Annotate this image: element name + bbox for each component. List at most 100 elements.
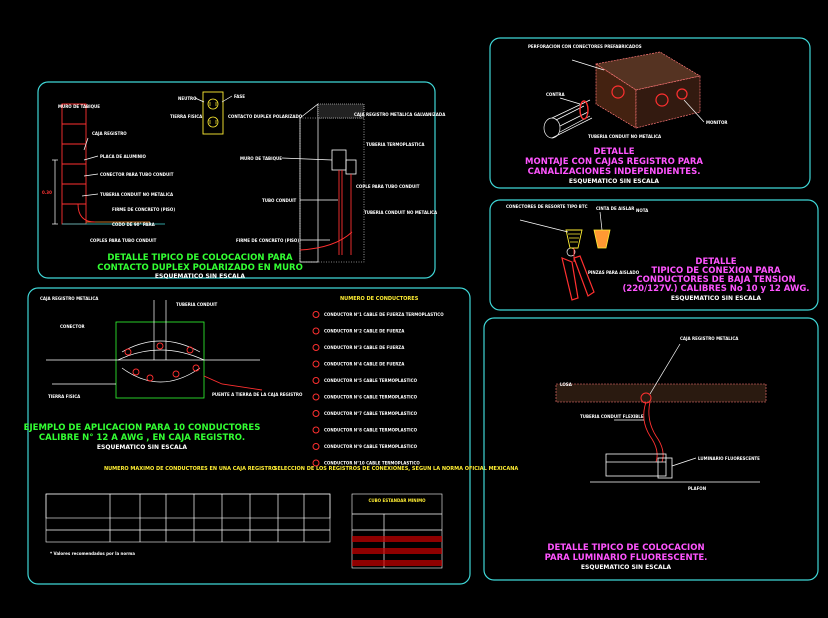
- label-cajas-registro: CAJA REGISTRO METALICA GALVANIZADA: [354, 112, 446, 117]
- conductor-row: CONDUCTOR N°8 CABLE TERMOPLASTICO: [324, 428, 418, 433]
- label-coples: COPLES PARA TUBO CONDUIT: [90, 238, 157, 243]
- conductor-row: CONDUCTOR N°10 CABLE TERMOPLASTICO: [324, 461, 420, 466]
- panel4-frame: [27, 287, 471, 585]
- label-contra: CONTRA: [546, 92, 565, 97]
- label-conector: CONECTOR PARA TUBO CONDUIT: [100, 172, 174, 177]
- label-losa: LOSA: [560, 382, 573, 387]
- conductor-row: CONDUCTOR N°7 CABLE TERMOPLASTICO: [324, 411, 418, 416]
- label-tuberia: TUBERIA CONDUIT NO METALICA: [100, 192, 174, 197]
- flex-conduit: [643, 401, 658, 463]
- panel-contacto-duplex: 0.30 MURO DE TABIQUE CAJA REGISTRO PLACA…: [37, 81, 446, 280]
- panel3-subtitle: ESQUEMATICO SIN ESCALA: [671, 295, 762, 302]
- panel5-title-2: PARA LUMINARIO FLUORESCENTE.: [545, 553, 708, 563]
- panel-ejemplo-conductores: CAJA REGISTRO METALICA CONECTOR TUBERIA …: [24, 287, 519, 585]
- panel1-frame: [37, 81, 436, 279]
- duplex-outlet-icon: [202, 91, 224, 135]
- fluorescent-luminaire-icon: [605, 453, 673, 479]
- conductor-row: CONDUCTOR N°4 CABLE DE FUERZA: [324, 362, 405, 367]
- max-conductors-table: [45, 493, 331, 543]
- panel4-subtitle: ESQUEMATICO SIN ESCALA: [97, 444, 188, 451]
- conductor-marker: [312, 459, 320, 467]
- panel-luminario: LOSA CAJA REGISTRO METALICA TUBERIA COND…: [483, 317, 819, 581]
- wall-perspective: [299, 103, 365, 263]
- label-fase: FASE: [234, 94, 245, 99]
- wire-connector-icon: [565, 229, 611, 249]
- cubo-title: CUBO ESTANDAR MINIMO: [368, 498, 426, 503]
- cubo-table: [351, 493, 443, 569]
- conductor-marker: [312, 443, 320, 450]
- conductor-marker: [312, 360, 320, 368]
- label-plafon: PLAFON: [688, 486, 706, 491]
- label-luminario: LUMINARIO FLUORESCENTE: [698, 456, 760, 461]
- slab-section: [555, 383, 767, 403]
- numero-header: NUMERO DE CONDUCTORES: [340, 296, 419, 302]
- panel3-title-3: CONDUCTORES DE BAJA TENSION: [636, 275, 795, 285]
- label-codo: CODO DE 90° PARA: [112, 222, 156, 227]
- conductor-marker: [312, 344, 320, 351]
- label-nota: NOTA: [636, 208, 649, 213]
- panel2-title-2: MONTAJE CON CAJAS REGISTRO PARA: [525, 157, 703, 167]
- label-firme: FIRME DE CONCRETO (PISO): [236, 238, 299, 243]
- label-monitor: MONITOR: [706, 120, 727, 125]
- label-caja-registro: CAJA REGISTRO: [92, 131, 127, 136]
- label-placa: PLACA DE ALUMINIO: [100, 154, 147, 159]
- label-muro-tabique2: MURO DE TABIQUE: [240, 156, 282, 161]
- table-title: NUMERO MAXIMO DE CONDUCTORES EN UNA CAJA…: [104, 466, 276, 472]
- registro-box-drawing: [46, 300, 263, 399]
- label-tierra-p4: TIERRA FISICA: [48, 394, 81, 399]
- panel3-title-2: TIPICO DE CONEXION PARA: [651, 266, 781, 276]
- label-perforacion: PERFORACION CON CONECTORES PREFABRICADOS: [528, 44, 642, 49]
- label-puente-p4: PUENTE A TIERRA DE LA CAJA REGISTRO: [212, 392, 303, 397]
- conductor-row: CONDUCTOR N°2 CABLE DE FUERZA: [324, 329, 405, 334]
- panel2-frame: [489, 37, 811, 189]
- panel5-subtitle: ESQUEMATICO SIN ESCALA: [581, 564, 672, 571]
- label-tuberia-p4: TUBERIA CONDUIT: [176, 302, 218, 307]
- label-caja-p4: CAJA REGISTRO METALICA: [40, 296, 99, 301]
- label-tuberia-termo: TUBERIA TERMOPLASTICA: [366, 142, 425, 147]
- conduit-elbow: [77, 203, 96, 223]
- conductor-marker: [312, 410, 320, 417]
- conductor-marker: [312, 393, 320, 401]
- panel5-title-1: DETALLE TIPICO DE COLOCACION: [547, 543, 704, 553]
- label-tierra: TIERRA FISICA: [170, 114, 203, 119]
- label-cinta: CINTA DE AISLAR: [596, 206, 634, 211]
- table-note: * Valores recomendados por la norma: [50, 551, 135, 556]
- conductor-marker: [312, 426, 320, 434]
- conductor-row: CONDUCTOR N°6 CABLE TERMOPLASTICO: [324, 395, 418, 400]
- panel5-frame: [483, 317, 819, 581]
- panel3-title-4: (220/127V.) CALIBRES No 10 y 12 AWG.: [622, 284, 809, 294]
- panel4-title-1: EJEMPLO DE APLICACION PARA 10 CONDUCTORE…: [24, 423, 261, 433]
- panel4-title-2: CALIBRE N° 12 A AWG , EN CAJA REGISTRO.: [39, 433, 245, 443]
- label-tuberia-p2: TUBERIA CONDUIT NO METALICA: [588, 134, 662, 139]
- label-piso: FIRME DE CONCRETO (PISO): [112, 207, 175, 212]
- label-conector-p4: CONECTOR: [60, 324, 85, 329]
- label-tuberia-p5: TUBERIA CONDUIT FLEXIBLE: [580, 414, 644, 419]
- label-tuberia-flex: TUBERIA CONDUIT NO METALICA: [364, 210, 438, 215]
- seleccion-title: SELECCION DE LOS REGISTROS DE CONEXIONES…: [274, 466, 519, 472]
- label-caja-p5: CAJA REGISTRO METALICA: [680, 336, 739, 341]
- conductor-row: CONDUCTOR N°5 CABLE TERMOPLASTICO: [324, 378, 418, 383]
- conductor-marker: [312, 327, 320, 335]
- panel2-title-3: CANALIZACIONES INDEPENDIENTES.: [528, 167, 701, 177]
- conductor-marker: [312, 377, 320, 384]
- label-neutro: NEUTRO: [178, 96, 197, 101]
- panel3-frame: [489, 199, 819, 311]
- panel-montaje-cajas: PERFORACION CON CONECTORES PREFABRICADOS…: [489, 37, 811, 189]
- panel2-subtitle: ESQUEMATICO SIN ESCALA: [569, 178, 660, 185]
- junction-box-3d: [595, 51, 701, 129]
- panel3-title-1: DETALLE: [695, 257, 736, 267]
- conductor-list: CONDUCTOR N°1 CABLE DE FUERZA TERMOPLAST…: [312, 311, 444, 467]
- conductor-row: CONDUCTOR N°3 CABLE DE FUERZA: [324, 345, 405, 350]
- panel1-title-1: DETALLE TIPICO DE COLOCACION PARA: [107, 253, 293, 263]
- conductor-row: CONDUCTOR N°9 CABLE TERMOPLASTICO: [324, 444, 418, 449]
- panel1-title-2: CONTACTO DUPLEX POLARIZADO EN MURO: [97, 263, 303, 273]
- panel2-title-1: DETALLE: [593, 147, 634, 157]
- label-pinzas: PINZAS PARA AISLADO: [588, 270, 640, 275]
- conductor-row: CONDUCTOR N°1 CABLE DE FUERZA TERMOPLAST…: [324, 312, 444, 317]
- label-muro-tabique: MURO DE TABIQUE: [58, 104, 100, 109]
- conductor-marker: [312, 311, 320, 318]
- label-conectores: CONECTORES DE RESORTE TIPO BTC: [506, 204, 588, 209]
- label-contacto: CONTACTO DUPLEX POLARIZADO: [228, 114, 303, 119]
- label-cople: COPLE PARA TUBO CONDUIT: [356, 184, 420, 189]
